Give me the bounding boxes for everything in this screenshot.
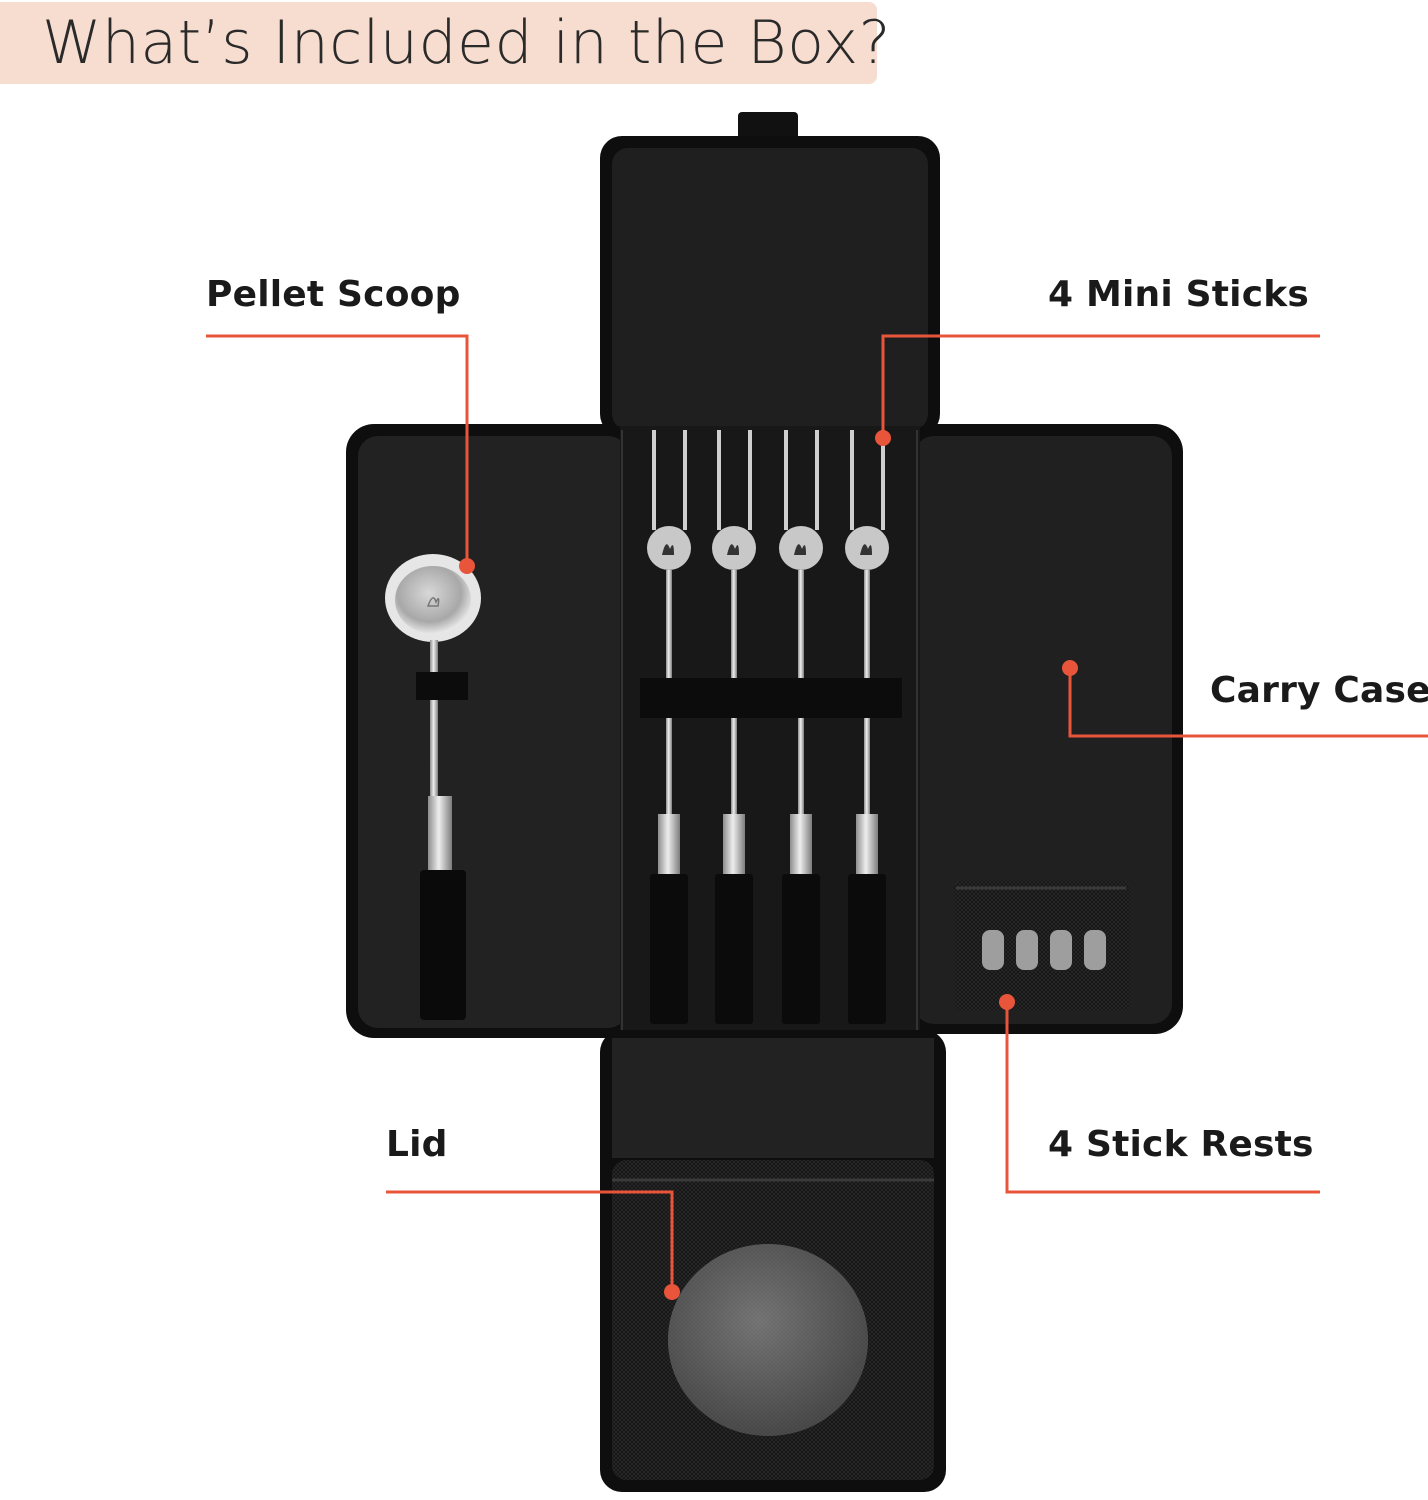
callout-dot-lid xyxy=(664,1284,680,1300)
label-lid: Lid xyxy=(386,1124,448,1165)
callout-dot-stick-rests xyxy=(999,994,1015,1010)
stick-strap xyxy=(640,678,902,718)
callout-line-lid xyxy=(386,1190,674,1292)
callout-line-carry-case xyxy=(1068,668,1428,738)
label-carry-case: Carry Case xyxy=(1210,670,1428,711)
label-mini-sticks: 4 Mini Sticks xyxy=(1048,274,1310,315)
label-stick-rests: 4 Stick Rests xyxy=(1048,1124,1314,1165)
mini-sticks xyxy=(640,430,902,1024)
title-banner: What’s Included in the Box? xyxy=(0,2,890,84)
callout-line-mini-sticks xyxy=(881,334,1320,438)
label-pellet-scoop: Pellet Scoop xyxy=(206,274,461,315)
callout-dot-mini-sticks xyxy=(875,430,891,446)
callout-line-pellet-scoop xyxy=(206,334,469,566)
page-title: What’s Included in the Box? xyxy=(42,8,891,78)
callout-line-stick-rests xyxy=(1005,1002,1320,1194)
callout-dot-carry-case xyxy=(1062,660,1078,676)
callout-dot-pellet-scoop xyxy=(459,558,475,574)
pellet-scoop xyxy=(385,554,481,1020)
stick-rests-pouch xyxy=(954,880,1130,1010)
